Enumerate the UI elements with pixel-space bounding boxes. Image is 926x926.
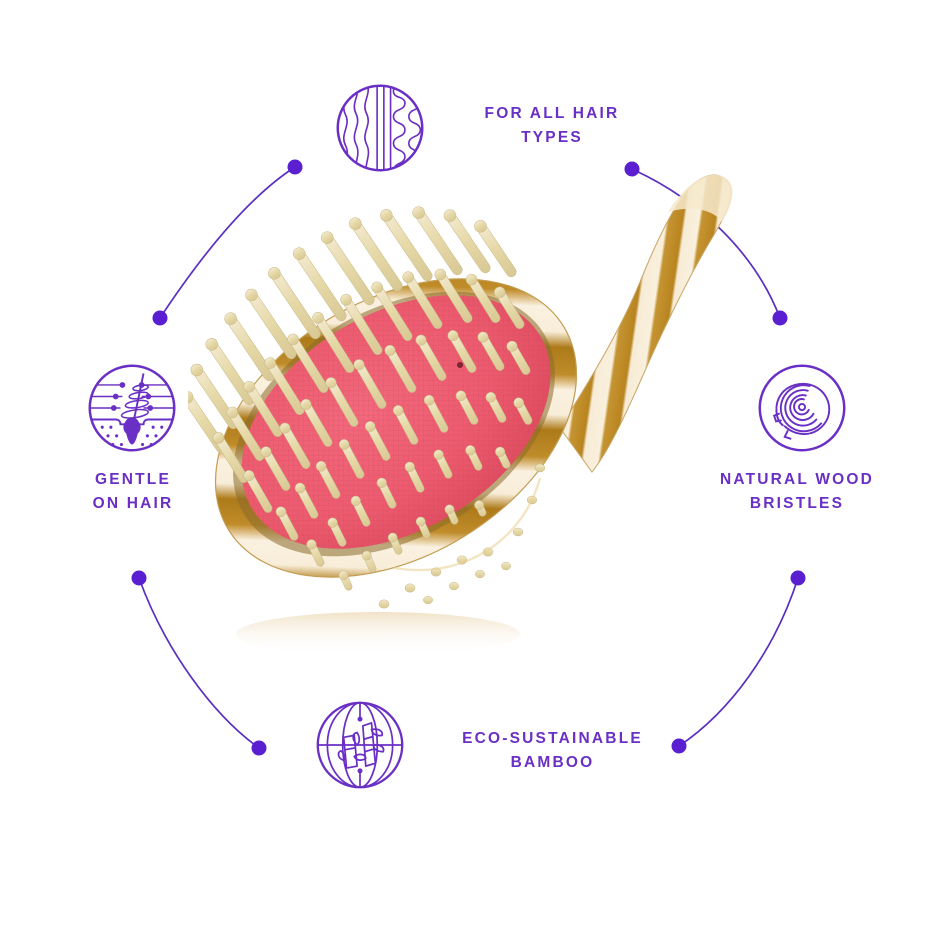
paddle-rim-highlight xyxy=(393,477,542,572)
product-image-bamboo-hair-brush xyxy=(188,160,748,660)
brush-bristles xyxy=(188,206,546,609)
feature-label-natural-wood-bristles: NATURAL WOOD BRISTLES xyxy=(719,471,875,513)
product-reflection xyxy=(236,612,520,656)
connector-dot-gentle-upper xyxy=(152,310,168,326)
feature-label-gentle-on-hair: GENTLE ON HAIR xyxy=(92,471,174,513)
cushion-air-vent xyxy=(457,362,463,368)
connector-dot-gentle-lower xyxy=(131,570,147,586)
feature-label-eco-sustainable-bamboo: ECO-SUSTAINABLE BAMBOO xyxy=(462,730,643,772)
connector-dot-bamboo-right xyxy=(671,738,687,754)
hair-follicle-icon xyxy=(84,360,180,456)
connector-dot-bristles-upper xyxy=(772,310,788,326)
wood-rings-icon xyxy=(754,360,850,456)
connector-dot-bamboo-left xyxy=(251,740,267,756)
hair-types-icon xyxy=(332,80,428,176)
feature-label-for-all-hair-types: FOR ALL HAIR TYPES xyxy=(484,105,620,147)
bamboo-globe-icon xyxy=(312,697,408,793)
brush-handle xyxy=(559,174,732,473)
connector-dot-bristles-lower xyxy=(790,570,806,586)
